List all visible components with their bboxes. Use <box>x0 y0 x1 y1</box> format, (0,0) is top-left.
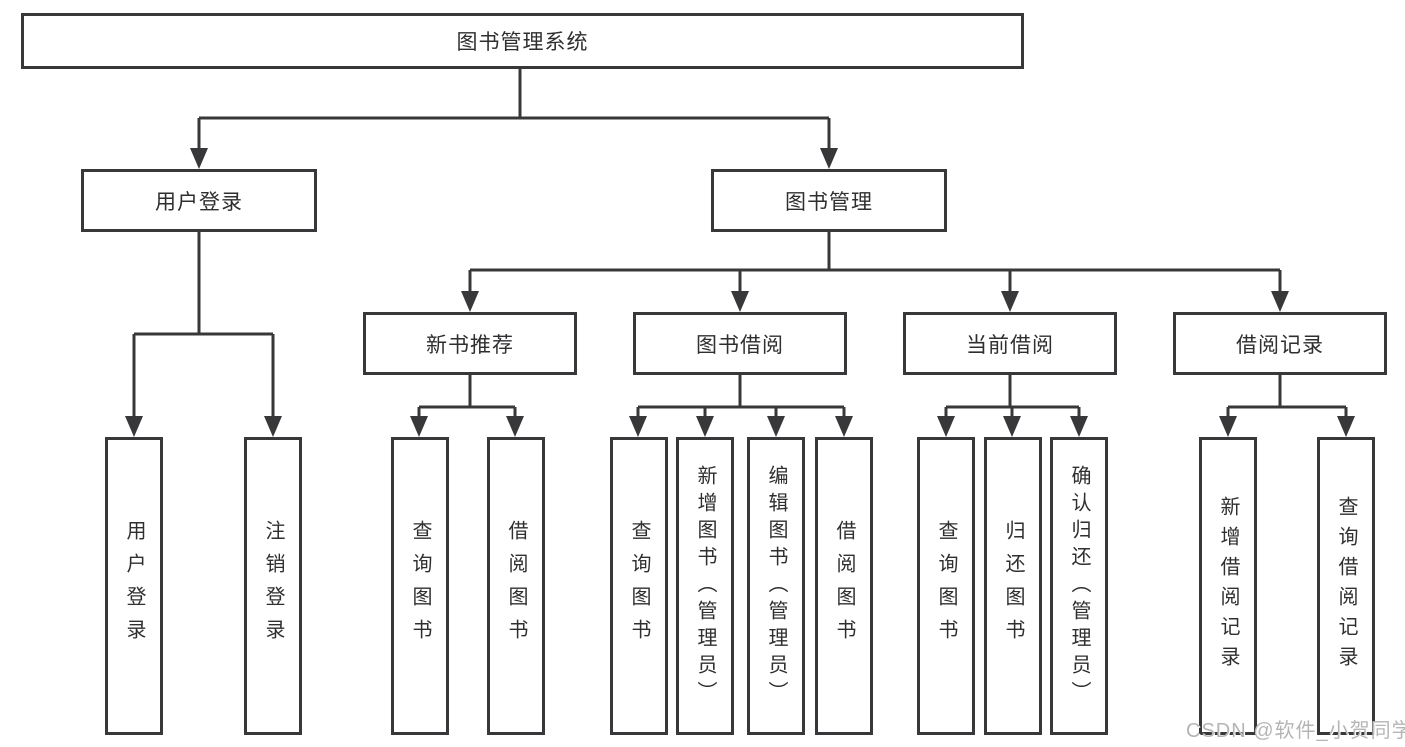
node-current-borrow: 当前借阅 <box>903 312 1117 375</box>
node-user-login: 用户登录 <box>81 169 317 232</box>
connector-root-to-branches <box>190 68 838 169</box>
leaf-user-login: 用户登录 <box>105 437 163 735</box>
leaf-logout: 注销登录 <box>244 437 302 735</box>
leaf-return-books-label: 归还图书 <box>1002 520 1024 652</box>
node-current-borrow-label: 当前借阅 <box>966 333 1054 357</box>
connector-current-borrow-to-children <box>937 375 1088 437</box>
leaf-edit-books-admin-label: 编辑图书（管理员） <box>765 464 787 708</box>
node-book-borrow: 图书借阅 <box>633 312 847 375</box>
node-borrow-records: 借阅记录 <box>1173 312 1387 375</box>
leaf-borrow-books-label: 借阅图书 <box>833 520 855 652</box>
node-book-management: 图书管理 <box>711 169 947 232</box>
leaf-borrow-books-recommend: 借阅图书 <box>487 437 545 735</box>
node-borrow-records-label: 借阅记录 <box>1236 333 1324 357</box>
leaf-return-books: 归还图书 <box>984 437 1042 735</box>
leaf-confirm-return-admin: 确认归还（管理员） <box>1050 437 1108 735</box>
node-book-management-label: 图书管理 <box>785 190 873 214</box>
leaf-edit-books-admin: 编辑图书（管理员） <box>747 437 805 735</box>
leaf-confirm-return-admin-label: 确认归还（管理员） <box>1068 464 1090 708</box>
connector-book-management-to-sections <box>461 232 1289 312</box>
connector-borrow-records-to-children <box>1219 375 1355 437</box>
watermark: CSDN @软件_小贺同学 <box>1186 720 1405 742</box>
leaf-add-borrow-record: 新增借阅记录 <box>1199 437 1257 735</box>
leaf-query-borrow-record: 查询借阅记录 <box>1317 437 1375 735</box>
leaf-borrow-books: 借阅图书 <box>815 437 873 735</box>
leaf-add-books-admin: 新增图书（管理员） <box>676 437 734 735</box>
leaf-logout-label: 注销登录 <box>262 520 284 652</box>
leaf-user-login-label: 用户登录 <box>123 520 145 652</box>
leaf-query-borrow-record-label: 查询借阅记录 <box>1335 496 1357 676</box>
leaf-add-borrow-record-label: 新增借阅记录 <box>1217 496 1239 676</box>
connector-book-borrow-to-children <box>629 375 853 437</box>
leaf-query-books-recommend-label: 查询图书 <box>409 520 431 652</box>
node-library-management-system-label: 图书管理系统 <box>456 31 589 54</box>
node-library-management-system: 图书管理系统 <box>21 13 1024 69</box>
leaf-query-books-borrow-label: 查询图书 <box>628 520 650 652</box>
leaf-borrow-books-recommend-label: 借阅图书 <box>505 520 527 652</box>
leaf-query-books-borrow: 查询图书 <box>610 437 668 735</box>
connector-new-book-recommend-to-children <box>410 375 524 437</box>
node-new-book-recommend: 新书推荐 <box>363 312 577 375</box>
node-user-login-label: 用户登录 <box>155 190 243 214</box>
leaf-query-books-recommend: 查询图书 <box>391 437 449 735</box>
leaf-query-books-current-label: 查询图书 <box>935 520 957 652</box>
connector-user-login-to-children <box>125 232 282 437</box>
node-book-borrow-label: 图书借阅 <box>696 333 784 357</box>
leaf-add-books-admin-label: 新增图书（管理员） <box>694 464 716 708</box>
node-new-book-recommend-label: 新书推荐 <box>426 333 514 357</box>
leaf-query-books-current: 查询图书 <box>917 437 975 735</box>
